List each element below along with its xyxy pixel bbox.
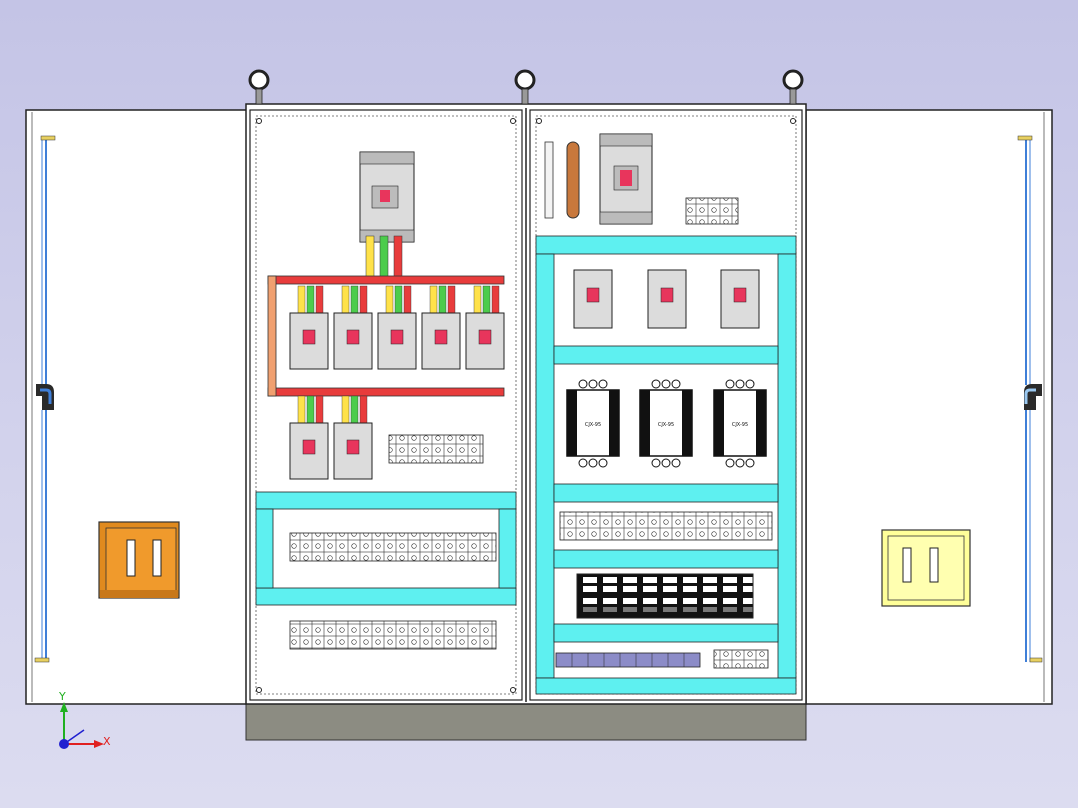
feeder-breaker	[333, 395, 373, 480]
main-incoming-cables	[365, 235, 403, 279]
signal-terminal-strip	[555, 652, 701, 668]
left-door	[25, 109, 249, 705]
left-door-handle[interactable]	[98, 521, 180, 599]
right-door	[805, 109, 1053, 705]
cabinet-plinth	[245, 703, 807, 741]
left-door-hinge-rod	[34, 135, 56, 663]
din-rail-strip	[544, 141, 554, 219]
terminal-strip	[713, 649, 769, 669]
small-breaker	[647, 269, 687, 329]
contactor: CJX-95	[566, 379, 620, 468]
terminal-strip	[289, 532, 497, 562]
contactor-label: CJX-95	[585, 422, 601, 428]
contactor: CJX-95	[639, 379, 693, 468]
right-cable-ducts	[535, 235, 797, 695]
feeder-breaker	[465, 285, 505, 370]
lower-feeder-breakers	[289, 395, 373, 480]
small-breaker	[573, 269, 613, 329]
terminal-strip	[388, 434, 484, 464]
lifting-eye	[248, 69, 270, 105]
contactor-row: CJX-95 CJX-95 CJX-95	[566, 379, 767, 468]
busbar	[267, 275, 505, 397]
lifting-eye	[782, 69, 804, 105]
small-breaker	[720, 269, 760, 329]
feeder-breaker	[333, 285, 373, 370]
terminal-strip	[289, 620, 497, 650]
cable-duct-frame	[255, 491, 517, 606]
right-door-handle[interactable]	[881, 529, 971, 607]
terminal-strip	[685, 197, 739, 225]
contactor-label: CJX-95	[658, 422, 674, 428]
feeder-breaker	[289, 395, 329, 480]
feeder-breaker	[421, 285, 461, 370]
feeder-breaker-row	[289, 285, 505, 370]
terminal-strip	[559, 511, 773, 541]
grounding-busbar	[566, 141, 580, 219]
lifting-eye	[514, 69, 536, 105]
x-axis-label: X	[103, 735, 111, 748]
main-breaker	[359, 151, 415, 243]
small-breaker-row	[573, 269, 760, 329]
contactor-label: CJX-95	[732, 422, 748, 428]
feeder-breaker	[377, 285, 417, 370]
coordinate-triad: Y X	[58, 690, 111, 749]
relay-module-row	[576, 573, 754, 619]
y-axis-label: Y	[58, 690, 66, 703]
right-door-hinge-rod	[1017, 135, 1043, 663]
contactor: CJX-95	[713, 379, 767, 468]
main-breaker	[599, 133, 653, 225]
feeder-breaker	[289, 285, 329, 370]
